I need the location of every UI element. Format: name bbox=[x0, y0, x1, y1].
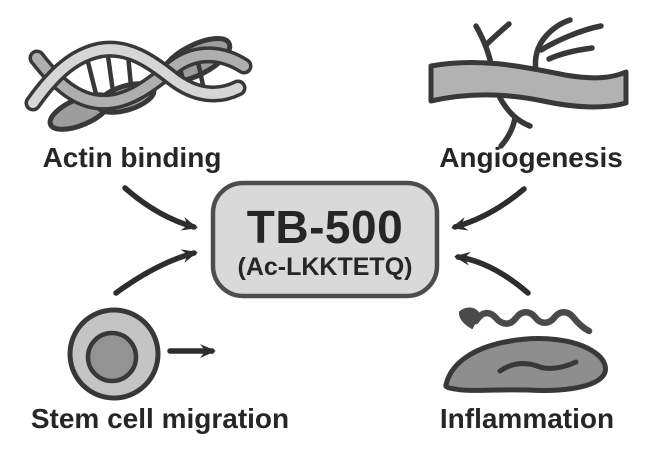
angiogenesis-label: Angiogenesis bbox=[439, 142, 623, 173]
stem-cell-migration-label: Stem cell migration bbox=[31, 403, 289, 434]
vessel-branches bbox=[473, 17, 604, 149]
actin-binding-label: Actin binding bbox=[43, 142, 222, 173]
cell-nucleus bbox=[85, 330, 139, 384]
arrow-inflammation-to-center bbox=[454, 251, 531, 296]
stem-cell-icon bbox=[67, 307, 161, 401]
inflamed-cell-fold bbox=[497, 359, 579, 374]
blood-vessel-icon bbox=[428, 17, 629, 149]
arrow-angiogenesis-to-center bbox=[451, 186, 527, 231]
vessel-body bbox=[428, 59, 629, 110]
signal-squiggle bbox=[472, 309, 593, 335]
arrows bbox=[113, 185, 531, 358]
tb500-subtitle: (Ac-LKKTETQ) bbox=[238, 253, 413, 281]
inflamed-cell-icon bbox=[443, 307, 608, 393]
center-box: TB-500 (Ac-LKKTETQ) bbox=[210, 180, 440, 299]
tb500-title: TB-500 bbox=[247, 201, 403, 253]
helix-strand-light bbox=[24, 40, 247, 112]
inflammation-label: Inflammation bbox=[440, 403, 614, 434]
actin-filament-icon bbox=[24, 36, 253, 132]
arrow-stemcell-to-center bbox=[113, 249, 198, 296]
tb500-box bbox=[210, 180, 440, 299]
helix-strand-dark bbox=[28, 46, 253, 111]
arrow-actin-to-center bbox=[122, 185, 198, 231]
